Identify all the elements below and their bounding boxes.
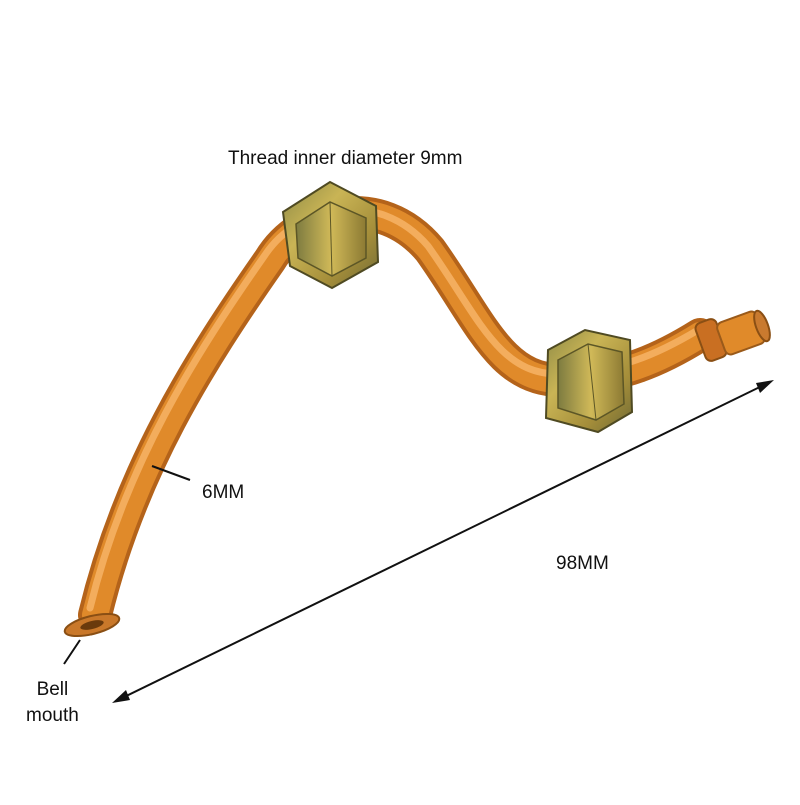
diameter-marker-line [151,465,191,481]
hex-nut-icon [544,328,634,434]
bell-mouth-label-line2: mouth [26,705,79,726]
bell-mouth [63,612,121,638]
pipe-end-fitting [694,309,771,362]
bell-mouth-label-line1: Bell [36,679,69,700]
hex-nut-icon [281,180,380,290]
length-dimension-arrow [112,380,774,703]
thread-diameter-label: Thread inner diameter 9mm [228,148,463,169]
bell-mouth-leader-line [63,639,81,665]
bell-mouth-label: Bell mouth [26,677,79,729]
tube-diameter-label: 6MM [202,482,245,503]
length-label: 98MM [556,553,609,574]
